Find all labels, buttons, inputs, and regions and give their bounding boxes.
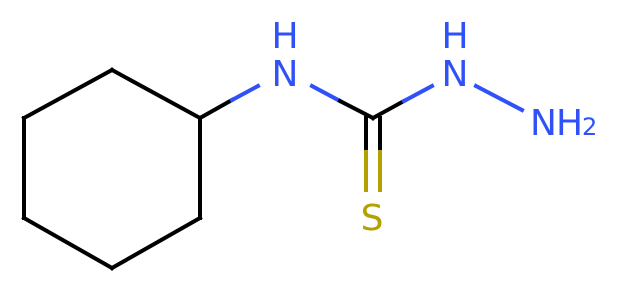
atom-n1-label: H N	[271, 16, 298, 95]
ring-bond-5	[109, 215, 203, 271]
atom-n3-hydrogen: H	[556, 103, 583, 144]
bond-n2-to-n3	[473, 83, 525, 113]
atom-s1-label: S	[361, 198, 384, 239]
atom-n1-symbol: N	[272, 54, 299, 95]
atom-n2-symbol: N	[442, 54, 469, 95]
ring-bond-4	[21, 215, 115, 271]
atom-n3-symbol: N	[530, 103, 557, 144]
ring-bond-1	[109, 67, 203, 121]
bond-ring-carbon-to-n1	[197, 97, 235, 121]
atom-n3-hydrogen-count: 2	[582, 113, 597, 141]
bond-carbon-sulfur-double	[364, 116, 382, 192]
cyclohexane-ring	[21, 67, 203, 271]
atom-n1-hydrogen: H	[271, 16, 298, 57]
ring-bond-2	[21, 67, 115, 121]
atom-n2-hydrogen: H	[441, 16, 468, 57]
bond-n1-to-carbon-n-part	[309, 83, 343, 104]
bond-carbon-to-n2-n-part	[401, 83, 435, 104]
bond-n1-to-carbon	[337, 98, 376, 121]
atom-n3-label: N H 2	[530, 103, 597, 144]
atom-s1-symbol: S	[361, 198, 384, 239]
atom-n2-label: H N	[441, 16, 468, 95]
bond-carbon-to-n2	[370, 98, 407, 121]
bond-ring-carbon-to-n1-n-part	[229, 83, 261, 103]
